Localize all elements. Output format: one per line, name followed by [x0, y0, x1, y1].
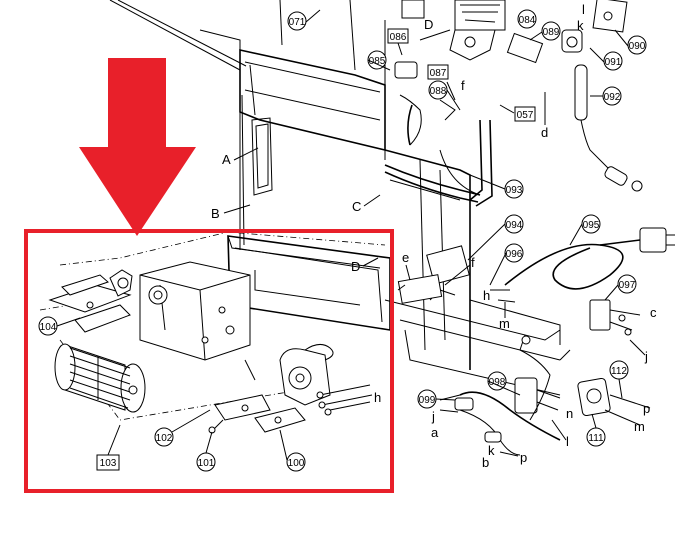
- highlight-box: [24, 229, 394, 493]
- valve-assembly: [394, 0, 643, 192]
- letter-k-upper: k: [577, 18, 584, 33]
- fan-assembly: [39, 231, 391, 434]
- callout-084: [517, 9, 537, 29]
- letter-h-right: h: [483, 288, 490, 303]
- part-label-085: 085: [369, 56, 386, 67]
- letter-j-right: j: [644, 349, 648, 364]
- letter-j-lower: j: [431, 409, 435, 424]
- callout-100: [286, 452, 306, 472]
- letter-m-mid: m: [499, 316, 510, 331]
- letter-f-upper: f: [461, 78, 465, 93]
- part-label-096: 096: [506, 249, 523, 260]
- part-label-088: 088: [430, 86, 447, 97]
- letter-D-upper: D: [424, 17, 433, 32]
- part-label-097: 097: [619, 280, 636, 291]
- part-label-084: 084: [519, 15, 536, 26]
- callout-071: [287, 11, 307, 31]
- callout-057: [514, 106, 536, 122]
- letter-c: c: [650, 305, 657, 320]
- red-arrow-icon: [79, 58, 196, 236]
- part-label-101: 101: [198, 458, 215, 469]
- part-label-089: 089: [543, 27, 560, 38]
- letter-p-lower: p: [520, 450, 527, 465]
- part-label-104: 104: [40, 322, 57, 333]
- letter-a: a: [431, 425, 439, 440]
- part-label-091: 091: [605, 57, 622, 68]
- letter-m-right: m: [634, 419, 645, 434]
- letter-b: b: [482, 455, 489, 470]
- part-label-071: 071: [289, 17, 306, 28]
- letter-D-lower: D: [351, 259, 360, 274]
- part-label-102: 102: [156, 433, 173, 444]
- part-label-094: 094: [506, 220, 523, 231]
- part-label-112: 112: [611, 366, 627, 377]
- part-label-092: 092: [604, 92, 621, 103]
- part-label-057: 057: [517, 110, 534, 121]
- crossflow-fan-wheel: [54, 343, 146, 413]
- letter-l: l: [566, 434, 569, 449]
- callout-089: [541, 21, 561, 41]
- callout-102: [154, 427, 174, 447]
- part-label-098: 098: [489, 377, 506, 388]
- callout-087: [427, 64, 449, 80]
- part-label-090: 090: [629, 41, 646, 52]
- connector-letters: A B C D D d f e f h m c j n p m l j a k …: [211, 2, 657, 470]
- letter-A: A: [222, 152, 231, 167]
- part-label-100: 100: [288, 458, 305, 469]
- part-label-099: 099: [419, 395, 436, 406]
- letter-h-left: h: [374, 390, 381, 405]
- letter-k-lower: k: [488, 443, 495, 458]
- letter-f-lower: f: [471, 255, 475, 270]
- part-label-111: 111: [588, 433, 604, 444]
- letter-d: d: [541, 125, 548, 140]
- letter-C: C: [352, 199, 361, 214]
- letter-n: n: [566, 406, 573, 421]
- callout-096: [504, 243, 524, 263]
- letter-l-upper: l: [582, 2, 585, 17]
- letter-p-right: p: [643, 401, 650, 416]
- part-label-087: 087: [430, 68, 447, 79]
- part-label-095: 095: [583, 220, 600, 231]
- part-label-086: 086: [390, 32, 407, 43]
- part-callouts: 071 084 085 086 087 088 089 090 091 092 …: [38, 9, 647, 472]
- part-label-093: 093: [506, 185, 523, 196]
- letter-B: B: [211, 206, 220, 221]
- callout-091: [603, 51, 623, 71]
- letter-e: e: [402, 250, 409, 265]
- part-label-103: 103: [100, 458, 117, 469]
- callout-090: [627, 35, 647, 55]
- callout-097: [617, 274, 637, 294]
